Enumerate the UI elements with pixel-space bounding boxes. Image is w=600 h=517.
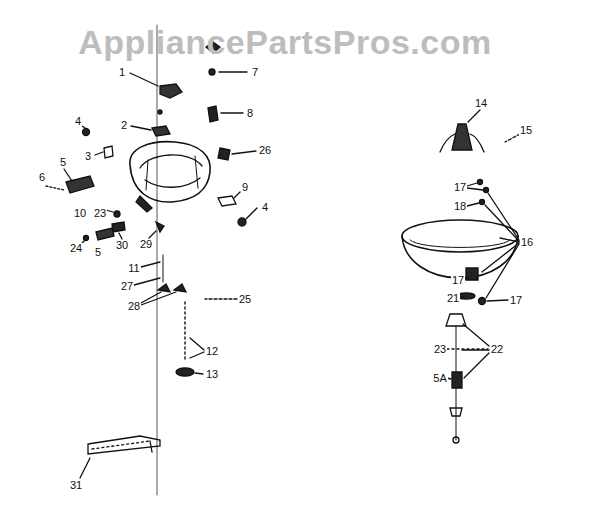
callout-number: 26 (258, 145, 272, 156)
callout-number: 15 (519, 125, 533, 136)
callout-number: 4 (74, 116, 82, 127)
callout-number: 1 (118, 67, 126, 78)
callout-number: 27 (120, 281, 134, 292)
callout-number: 21 (446, 293, 460, 304)
callout-number: 5A (432, 373, 447, 384)
callout-number: 17 (453, 182, 467, 193)
watermark: AppliancePartsPros.com (77, 25, 492, 59)
callout-number: 5 (94, 247, 102, 258)
callout-number: 28 (127, 301, 141, 312)
callout-number: 4 (261, 202, 269, 213)
callout-number: 6 (38, 172, 46, 183)
callout-number: 5 (59, 157, 67, 168)
callout-number: 12 (205, 346, 219, 357)
callout-number: 30 (115, 240, 129, 251)
callout-number: 3 (84, 151, 92, 162)
callout-number: 13 (205, 369, 219, 380)
callout-number: 8 (246, 108, 254, 119)
callout-number: 9 (241, 182, 249, 193)
callout-number: 22 (490, 344, 504, 355)
callout-number: 23 (93, 208, 107, 219)
callout-number: 24 (69, 243, 83, 254)
callout-number: 14 (474, 98, 488, 109)
callout-number: 11 (127, 263, 140, 274)
callout-number: 17 (451, 275, 465, 286)
callout-number: 16 (520, 237, 534, 248)
callout-number: 2 (120, 120, 128, 131)
callout-number: 7 (251, 67, 259, 78)
callout-number: 10 (73, 208, 87, 219)
callout-number: 18 (453, 201, 467, 212)
callout-number: 23 (433, 344, 447, 355)
callout-number: 29 (139, 239, 153, 250)
callout-number: 25 (238, 294, 252, 305)
callout-number: 31 (69, 480, 83, 491)
callout-number: 17 (509, 295, 523, 306)
